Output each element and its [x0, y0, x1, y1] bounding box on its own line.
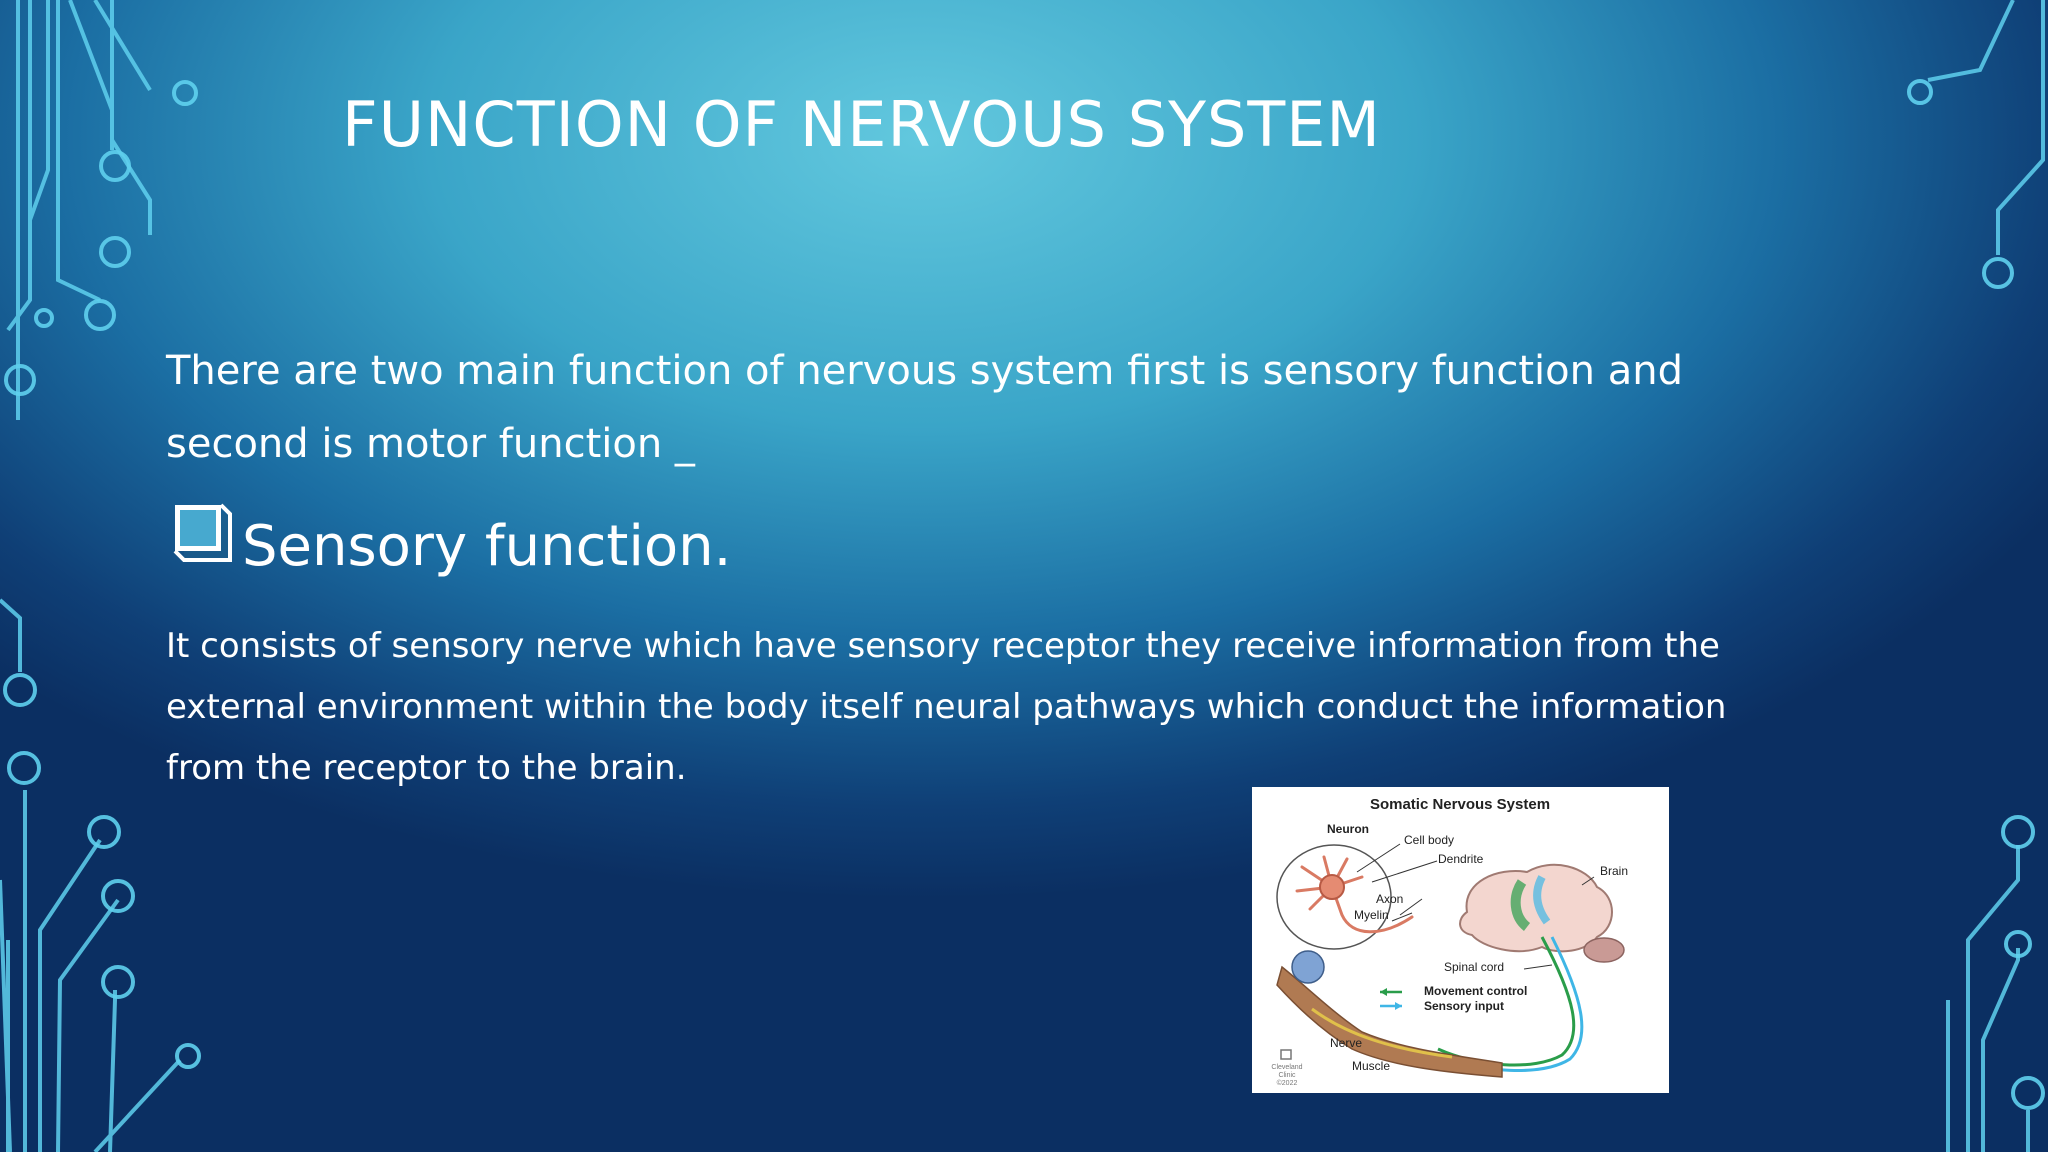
circuit-decoration-right: [1907, 0, 2045, 1152]
figure-illustration: Somatic Nervous System Neuron Cell body …: [1271, 796, 1628, 1087]
cleveland-clinic-logo-icon: [1280, 1049, 1292, 1060]
circuit-decoration-left: [0, 0, 201, 1152]
credit-line-3: ©2022: [1277, 1079, 1298, 1087]
sensory-function-heading: Sensory function.: [170, 498, 731, 582]
checkbox-bullet-icon: [173, 503, 232, 562]
label-movement-control: Movement control: [1424, 984, 1527, 998]
label-sensory-input: Sensory input: [1424, 999, 1504, 1013]
label-axon: Axon: [1376, 892, 1403, 906]
label-myelin: Myelin: [1354, 908, 1389, 922]
label-cell-body: Cell body: [1404, 833, 1454, 847]
label-brain: Brain: [1600, 864, 1628, 878]
label-dendrite: Dendrite: [1438, 852, 1484, 866]
intro-paragraph: There are two main function of nervous s…: [166, 348, 1683, 467]
label-muscle: Muscle: [1352, 1059, 1390, 1073]
label-neuron: Neuron: [1327, 822, 1369, 836]
credit-line-2: Clinic: [1278, 1072, 1296, 1079]
label-spinal-cord: Spinal cord: [1444, 960, 1504, 974]
subheading-text: Sensory function.: [242, 514, 732, 579]
figure-title: Somatic Nervous System: [1370, 796, 1550, 813]
somatic-nervous-system-figure: Somatic Nervous System Neuron Cell body …: [1252, 787, 1669, 1093]
body-paragraph: It consists of sensory nerve which have …: [166, 626, 1727, 788]
label-nerve: Nerve: [1330, 1036, 1362, 1050]
credit-line-1: Cleveland: [1271, 1064, 1302, 1071]
slide-title: FUNCTION OF NERVOUS SYSTEM: [342, 88, 1381, 161]
